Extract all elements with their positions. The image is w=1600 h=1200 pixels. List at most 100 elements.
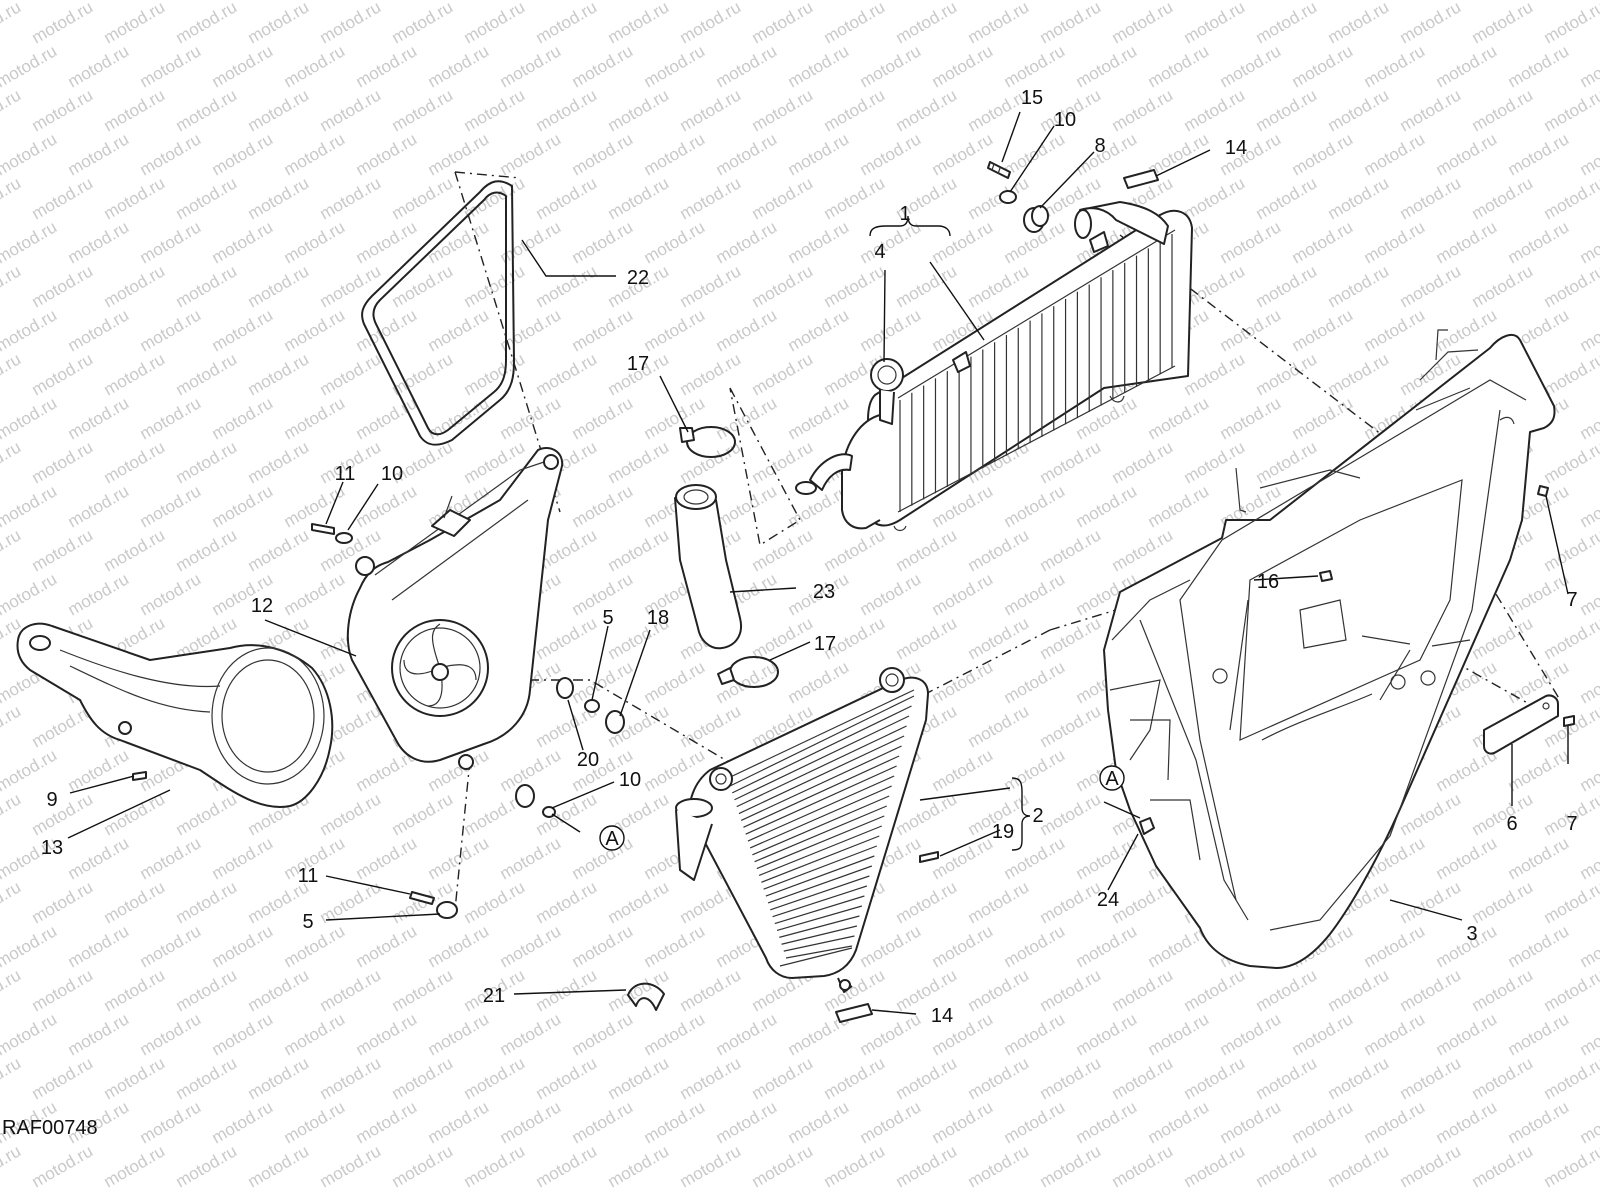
watermark-text: motod.ru (137, 41, 205, 91)
watermark-text: motod.ru (1289, 305, 1357, 355)
watermark-text: motod.ru (1505, 0, 1573, 3)
callout-4: 4 (874, 241, 885, 263)
watermark-text: motod.ru (1505, 569, 1573, 619)
watermark-text: motod.ru (929, 745, 997, 795)
watermark-text: motod.ru (0, 525, 24, 575)
watermark-text: motod.ru (425, 1009, 493, 1059)
watermark-text: motod.ru (0, 217, 60, 267)
watermark-text: motod.ru (101, 789, 169, 839)
watermark-text: motod.ru (929, 921, 997, 971)
watermark-text: motod.ru (713, 41, 781, 91)
watermark-text: motod.ru (713, 481, 781, 531)
watermark-text: motod.ru (101, 437, 169, 487)
watermark-text: motod.ru (1397, 789, 1465, 839)
watermark-text: motod.ru (1037, 789, 1105, 839)
watermark-text: motod.ru (245, 349, 313, 399)
watermark-text: motod.ru (1541, 525, 1600, 575)
watermark-text: motod.ru (605, 1053, 673, 1103)
watermark-text: motod.ru (65, 921, 133, 971)
watermark-text: motod.ru (1001, 657, 1069, 707)
watermark-text: motod.ru (245, 0, 313, 47)
watermark-text: motod.ru (1577, 1097, 1600, 1147)
watermark-text: motod.ru (497, 1097, 565, 1147)
callout-8: 8 (1094, 135, 1105, 157)
watermark-text: motod.ru (1577, 833, 1600, 883)
watermark-text: motod.ru (1037, 965, 1105, 1015)
leader-lines (67, 111, 1569, 1015)
watermark-text: motod.ru (857, 921, 925, 971)
watermark-text: motod.ru (461, 0, 529, 47)
watermark-text: motod.ru (0, 1141, 24, 1191)
watermark-text: motod.ru (1001, 41, 1069, 91)
diagram-code: RAF00748 (2, 1117, 98, 1139)
callout-14: 14 (931, 1005, 953, 1027)
watermark-text: motod.ru (785, 1097, 853, 1147)
watermark-text: motod.ru (65, 569, 133, 619)
watermark-text: motod.ru (281, 1097, 349, 1147)
watermark-text: motod.ru (1469, 965, 1537, 1015)
watermark-text: motod.ru (1253, 349, 1321, 399)
watermark-text: motod.ru (1505, 217, 1573, 267)
watermark-text: motod.ru (965, 613, 1033, 663)
watermark-text: motod.ru (137, 833, 205, 883)
watermark-text: motod.ru (389, 789, 457, 839)
watermark-text: motod.ru (389, 965, 457, 1015)
watermark-text: motod.ru (857, 129, 925, 179)
watermark-text: motod.ru (641, 1009, 709, 1059)
watermark-text: motod.ru (1253, 0, 1321, 47)
watermark-text: motod.ru (1181, 85, 1249, 135)
watermark-text: motod.ru (1289, 41, 1357, 91)
watermark-text: motod.ru (893, 0, 961, 47)
watermark-text: motod.ru (317, 0, 385, 47)
watermark-text: motod.ru (29, 349, 97, 399)
watermark-text: motod.ru (749, 1053, 817, 1103)
watermark-text: motod.ru (929, 569, 997, 619)
watermark-text: motod.ru (425, 305, 493, 355)
watermark-text: motod.ru (317, 965, 385, 1015)
watermark-text: motod.ru (1145, 393, 1213, 443)
callout-14: 14 (1225, 137, 1247, 159)
watermark-text: motod.ru (1145, 41, 1213, 91)
watermark-text: motod.ru (173, 877, 241, 927)
watermark-text: motod.ru (1397, 877, 1465, 927)
watermark-text: motod.ru (173, 0, 241, 47)
watermark-text: motod.ru (785, 41, 853, 91)
callout-6: 6 (1506, 813, 1517, 835)
watermark-text: motod.ru (101, 173, 169, 223)
watermark-text: motod.ru (1289, 129, 1357, 179)
watermark-text: motod.ru (65, 745, 133, 795)
watermark-text: motod.ru (137, 393, 205, 443)
watermark-text: motod.ru (173, 789, 241, 839)
callout-24: 24 (1097, 889, 1119, 911)
watermark-text: motod.ru (1253, 965, 1321, 1015)
watermark-text: motod.ru (641, 41, 709, 91)
watermark-text: motod.ru (0, 393, 60, 443)
watermark-text: motod.ru (713, 217, 781, 267)
hardware-small-parts (132, 161, 1575, 1023)
watermark-text: motod.ru (101, 349, 169, 399)
watermark-text: motod.ru (0, 129, 60, 179)
watermark-text: motod.ru (641, 657, 709, 707)
watermark-text: motod.ru (353, 41, 421, 91)
watermark-text: motod.ru (1541, 613, 1600, 663)
watermark-text: motod.ru (965, 0, 1033, 47)
watermark-text: motod.ru (137, 217, 205, 267)
watermark-text: motod.ru (605, 437, 673, 487)
watermark-text: motod.ru (605, 877, 673, 927)
watermark-text: motod.ru (1541, 1141, 1600, 1191)
watermark-text: motod.ru (137, 305, 205, 355)
watermark-text: motod.ru (425, 0, 493, 3)
watermark-text: motod.ru (101, 1053, 169, 1103)
watermark-text: motod.ru (1325, 1053, 1393, 1103)
callout-2: 2 (1032, 805, 1043, 827)
watermark-text: motod.ru (857, 569, 925, 619)
svg-text:A: A (1105, 768, 1119, 790)
watermark-text: motod.ru (1577, 481, 1600, 531)
watermark-text: motod.ru (1469, 789, 1537, 839)
watermark-text: motod.ru (1073, 481, 1141, 531)
watermark-text: motod.ru (1109, 1053, 1177, 1103)
watermark-text: motod.ru (173, 1141, 241, 1191)
watermark-text: motod.ru (713, 1097, 781, 1147)
watermark-text: motod.ru (1145, 1009, 1213, 1059)
